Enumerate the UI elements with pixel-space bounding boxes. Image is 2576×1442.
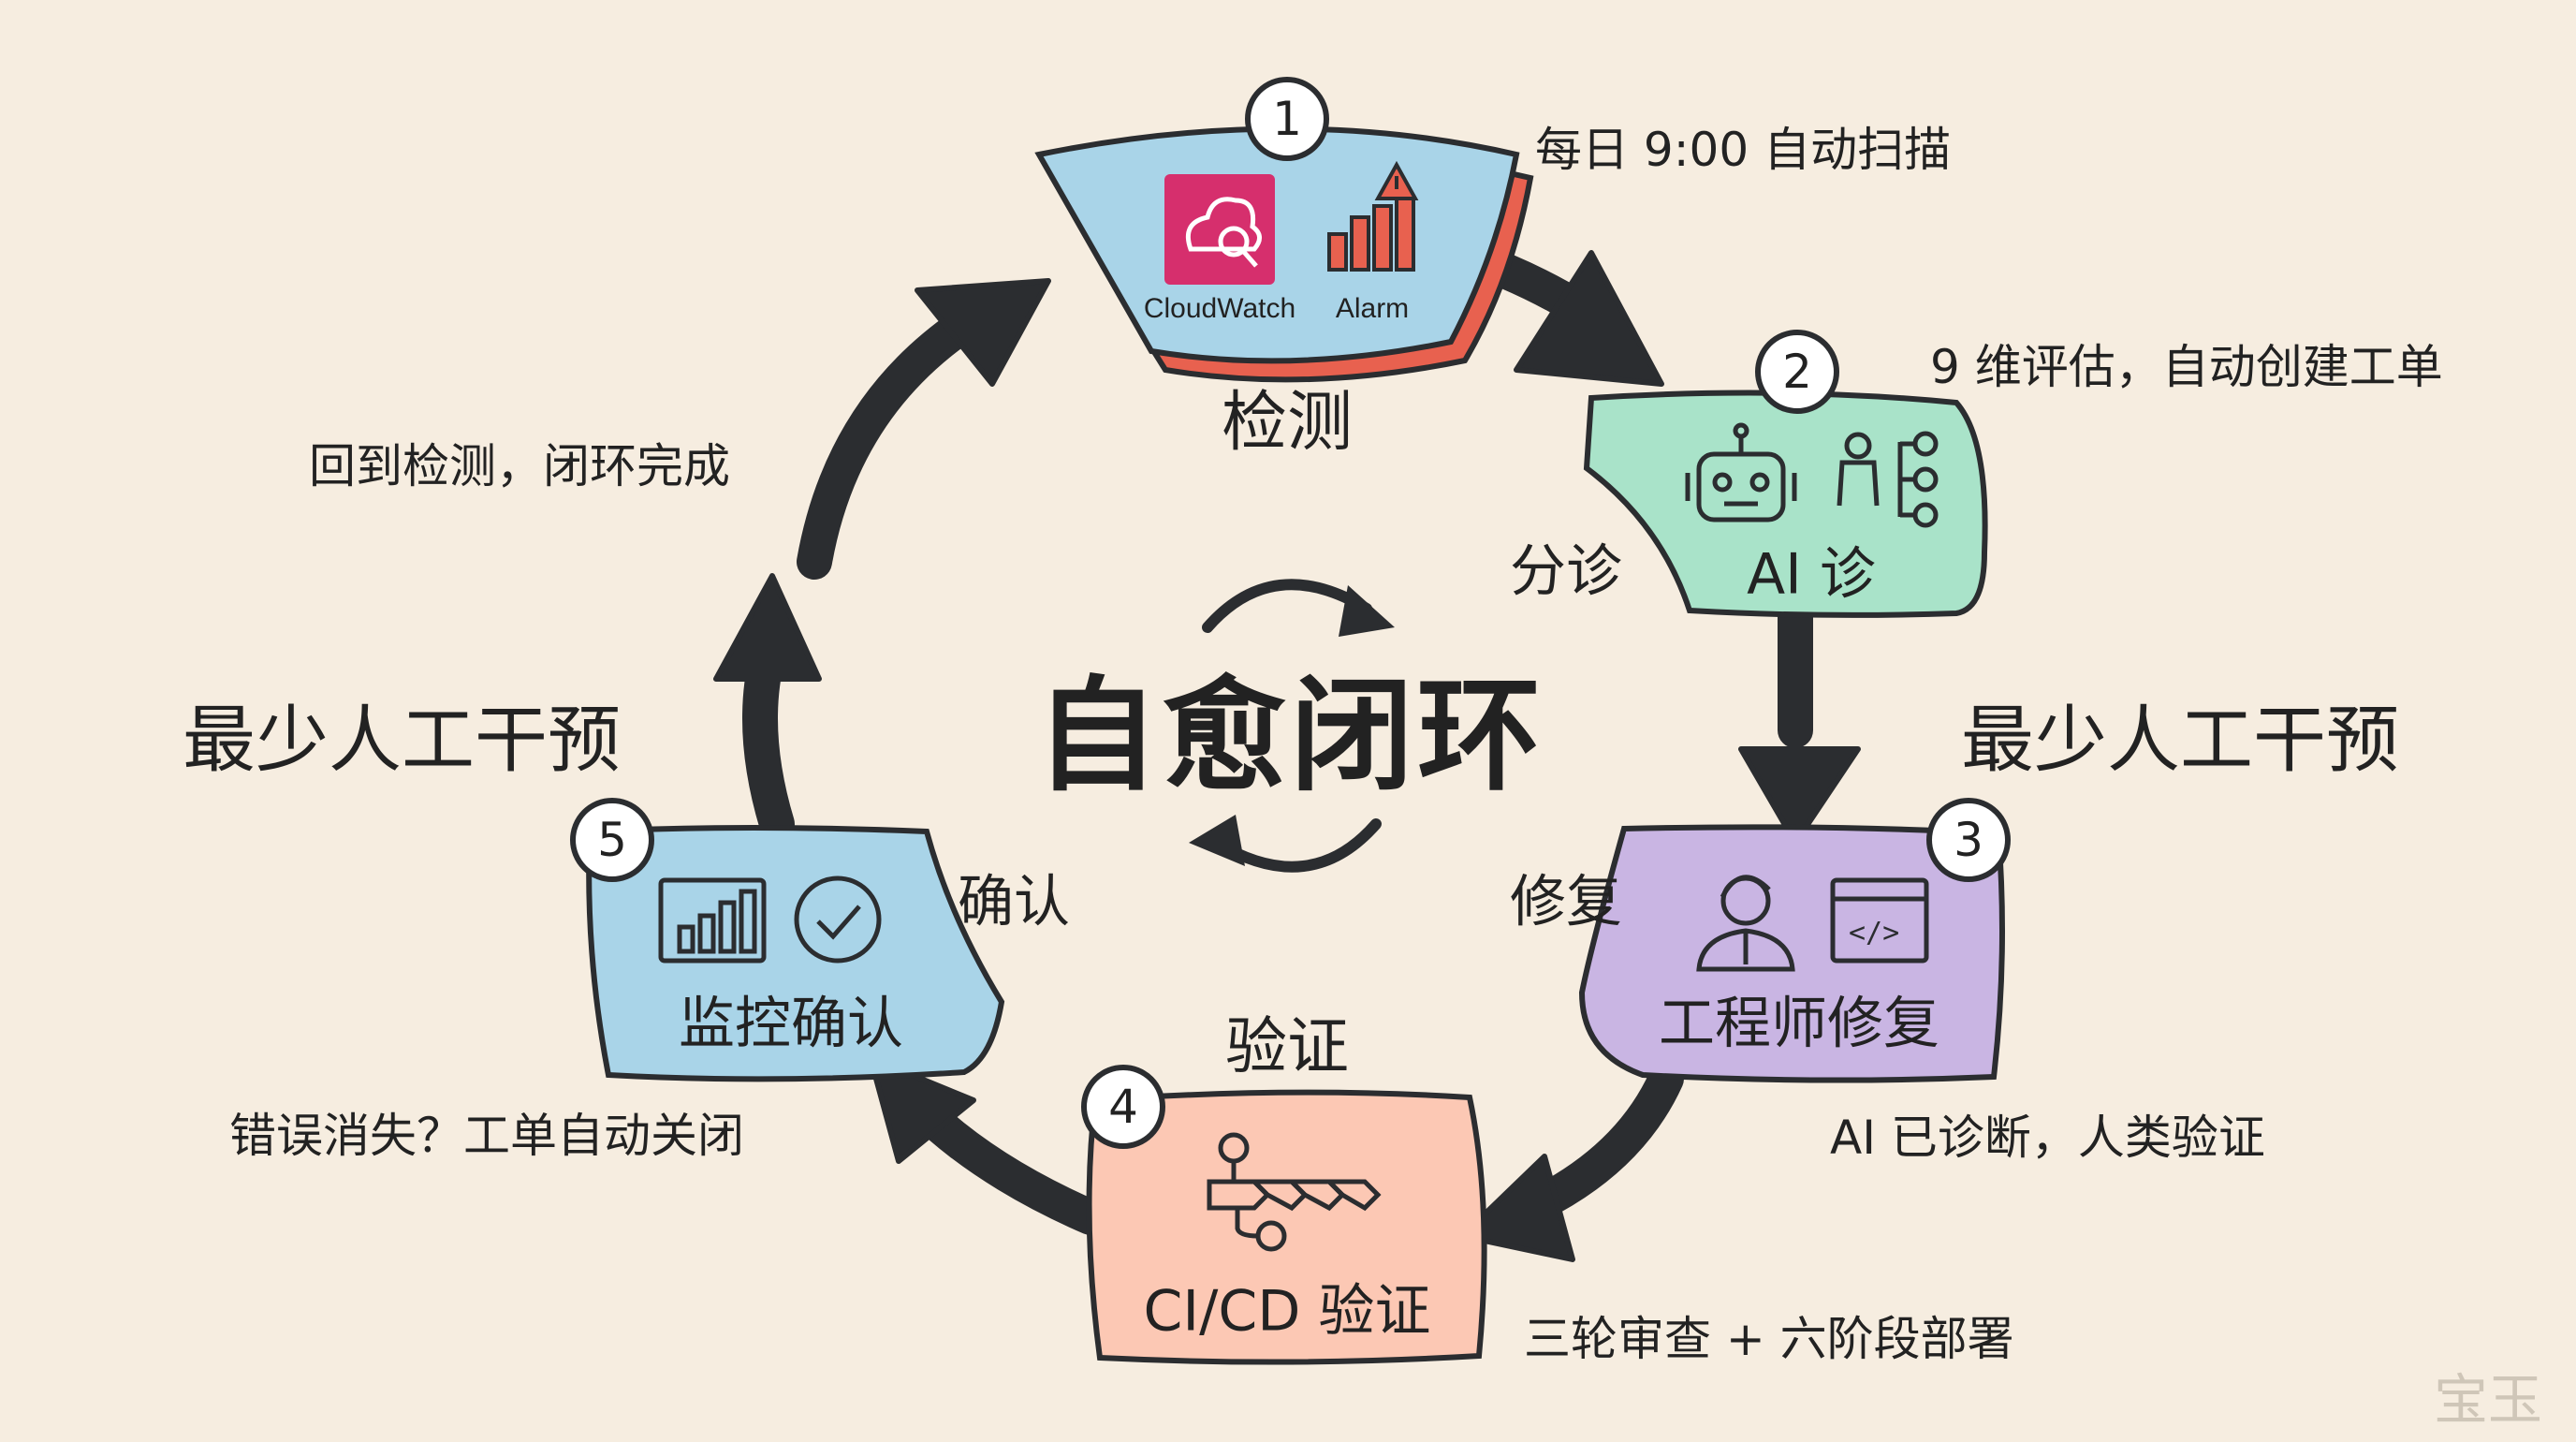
bar-chart-bar-4: [739, 889, 757, 954]
code-window-glyph: </>: [1849, 917, 1899, 949]
node-detect-box: [1034, 125, 1520, 364]
arrowhead-triage: [1514, 250, 1664, 387]
engineer-head: [1720, 876, 1771, 926]
pipeline-stage-4: [1323, 1179, 1382, 1212]
cloudwatch-cloud-glyph: [1185, 197, 1262, 252]
robot-icon: [1685, 422, 1797, 522]
step-number-3: 3: [1954, 813, 1983, 867]
node-repair: </>: [1578, 824, 2005, 1083]
node-confirm-box: [586, 825, 1005, 1082]
person-network-icon: [1837, 431, 1939, 528]
bar-chart-bar-2: [697, 913, 716, 954]
robot-eye-right: [1749, 472, 1770, 493]
cloudwatch-caption: CloudWatch: [1143, 293, 1296, 324]
step-number-1: 1: [1272, 92, 1302, 146]
emphasis-right: 最少人工干预: [1961, 699, 2400, 783]
robot-eye-left: [1712, 472, 1733, 493]
arrowhead-confirm: [868, 1055, 976, 1164]
arrowhead-up: [713, 573, 822, 682]
alarm-chart-icon: [1327, 160, 1419, 272]
robot-antenna-tip: [1733, 422, 1749, 439]
code-window-icon: </>: [1830, 877, 1929, 964]
node-verify-box: [1086, 1089, 1487, 1365]
emphasis-left: 最少人工干预: [183, 699, 622, 783]
note-verify: 三轮审查 + 六阶段部署: [1524, 1312, 2014, 1366]
phase-label-repair: 修复: [1510, 869, 1622, 935]
note-detect: 每日 9:00 自动扫描: [1535, 123, 1952, 177]
cloudwatch-magnifier: [1218, 226, 1250, 258]
center-arrowhead-bottom: [1189, 815, 1245, 866]
step-badges: [570, 77, 2011, 1149]
node-triage-title: AI 诊: [1747, 541, 1876, 608]
step-number-4: 4: [1108, 1080, 1138, 1134]
bar-chart-bar-1: [677, 924, 695, 954]
bar-chart-bar-3: [718, 900, 737, 954]
code-window-frame: [1830, 877, 1929, 964]
node-triage: [1583, 390, 1988, 618]
alarm-bar-2: [1350, 215, 1370, 272]
center-arrowhead-top: [1339, 585, 1395, 637]
pipeline-stage-3: [1285, 1179, 1346, 1212]
person-head: [1844, 432, 1872, 460]
node-triage-box: [1583, 390, 1988, 618]
node-detect-title: 检测: [1222, 383, 1353, 461]
step-badge-1-circle: [1245, 77, 1329, 161]
node-confirm-title: 监控确认: [679, 991, 903, 1057]
note-repair: AI 已诊断，人类验证: [1830, 1111, 2265, 1165]
node-detect: [1034, 125, 1534, 383]
pipeline-stage-2: [1248, 1179, 1309, 1212]
alarm-bar-3: [1372, 204, 1393, 272]
node-confirm: [586, 825, 1005, 1082]
bar-chart-icon: [658, 877, 767, 964]
cloudwatch-magnifier-handle: [1241, 249, 1258, 268]
check-circle-tick: [816, 905, 861, 940]
arrowhead-repair: [1738, 746, 1861, 846]
check-circle-icon: [794, 876, 882, 964]
node-verify-title: CI/CD 验证: [1143, 1278, 1431, 1345]
step-number-2: 2: [1782, 345, 1812, 399]
step-badge-3-circle: [1926, 798, 2011, 882]
check-circle-ring: [794, 876, 882, 964]
phase-label-confirm: 确认: [958, 869, 1070, 935]
phase-label-verify: 验证: [1225, 1010, 1349, 1082]
step-badge-5-circle: [570, 798, 654, 882]
arrowhead-verify: [1459, 1154, 1575, 1262]
center-arc-top: [1202, 579, 1372, 633]
node-repair-box: [1578, 824, 2005, 1083]
note-loop: 回到检测，闭环完成: [309, 439, 730, 493]
pipeline-end-node: [1255, 1220, 1287, 1252]
step-badge-4-circle: [1081, 1065, 1165, 1149]
phase-label-triage: 分诊: [1510, 538, 1622, 605]
alarm-bar-4: [1395, 195, 1415, 272]
engineer-icon: [1696, 875, 1795, 972]
node-verify: [1086, 1089, 1487, 1365]
step-badge-2-circle: [1755, 330, 1839, 414]
note-triage: 9 维评估，自动创建工单: [1930, 340, 2443, 394]
step-number-5: 5: [597, 813, 627, 867]
pipeline-branch: [1235, 1208, 1259, 1239]
node-repair-title: 工程师修复: [1659, 991, 1939, 1057]
pipeline-icon: [1207, 1132, 1382, 1252]
arrow-loop-to-detect: [797, 301, 991, 580]
arrow-heads: [713, 250, 1861, 1262]
cycle-arrows: [742, 254, 1813, 1235]
person-body: [1837, 460, 1880, 507]
watermark: 宝玉: [2434, 1368, 2543, 1432]
center-title: 自愈闭环: [1035, 664, 1544, 809]
alarm-bar-1: [1327, 232, 1348, 272]
note-confirm: 错误消失？工单自动关闭: [229, 1109, 744, 1163]
alarm-caption: Alarm: [1335, 293, 1410, 324]
arrowhead-detect: [915, 278, 1051, 387]
bar-chart-frame: [658, 877, 767, 964]
pipeline-stage-1: [1207, 1179, 1271, 1211]
